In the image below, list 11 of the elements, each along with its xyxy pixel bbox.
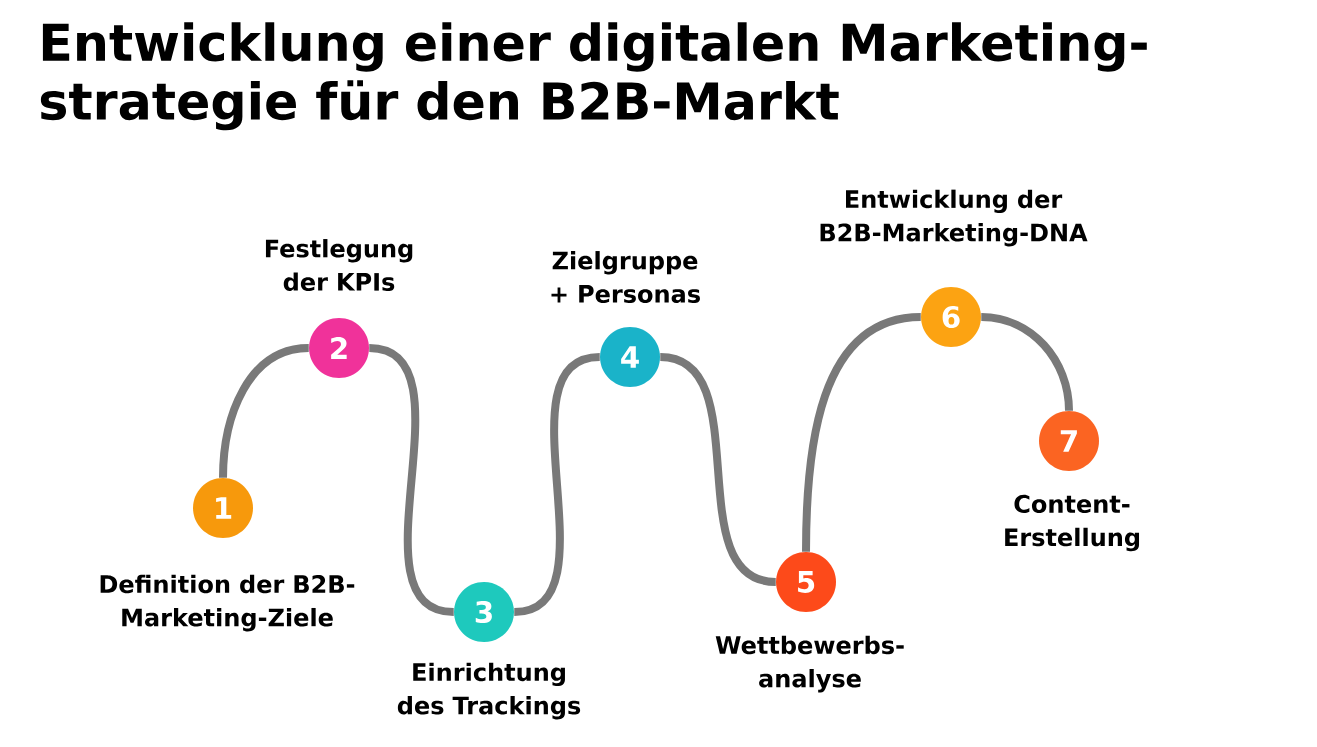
step-caption: Definition der B2B-Marketing-Ziele — [100, 574, 355, 632]
step-caption: Content-Erstellung — [1005, 494, 1139, 552]
step-caption: Zielgruppe + Personas — [551, 251, 700, 303]
connector-curve — [659, 353, 777, 586]
step-caption: Einrichtung des Trackings — [397, 662, 581, 720]
step-caption: Festlegung der KPIs — [265, 239, 413, 291]
connector-curve — [368, 344, 455, 616]
step-caption: Wettbewerbs-analyse — [715, 635, 904, 693]
step-caption: Entwicklung der B2B-Marketing-DNA — [820, 189, 1088, 247]
connector-curve — [513, 353, 601, 616]
title: Entwicklung einer digitalen Marketing-strategie für den B2B-Markt — [40, 22, 1147, 131]
